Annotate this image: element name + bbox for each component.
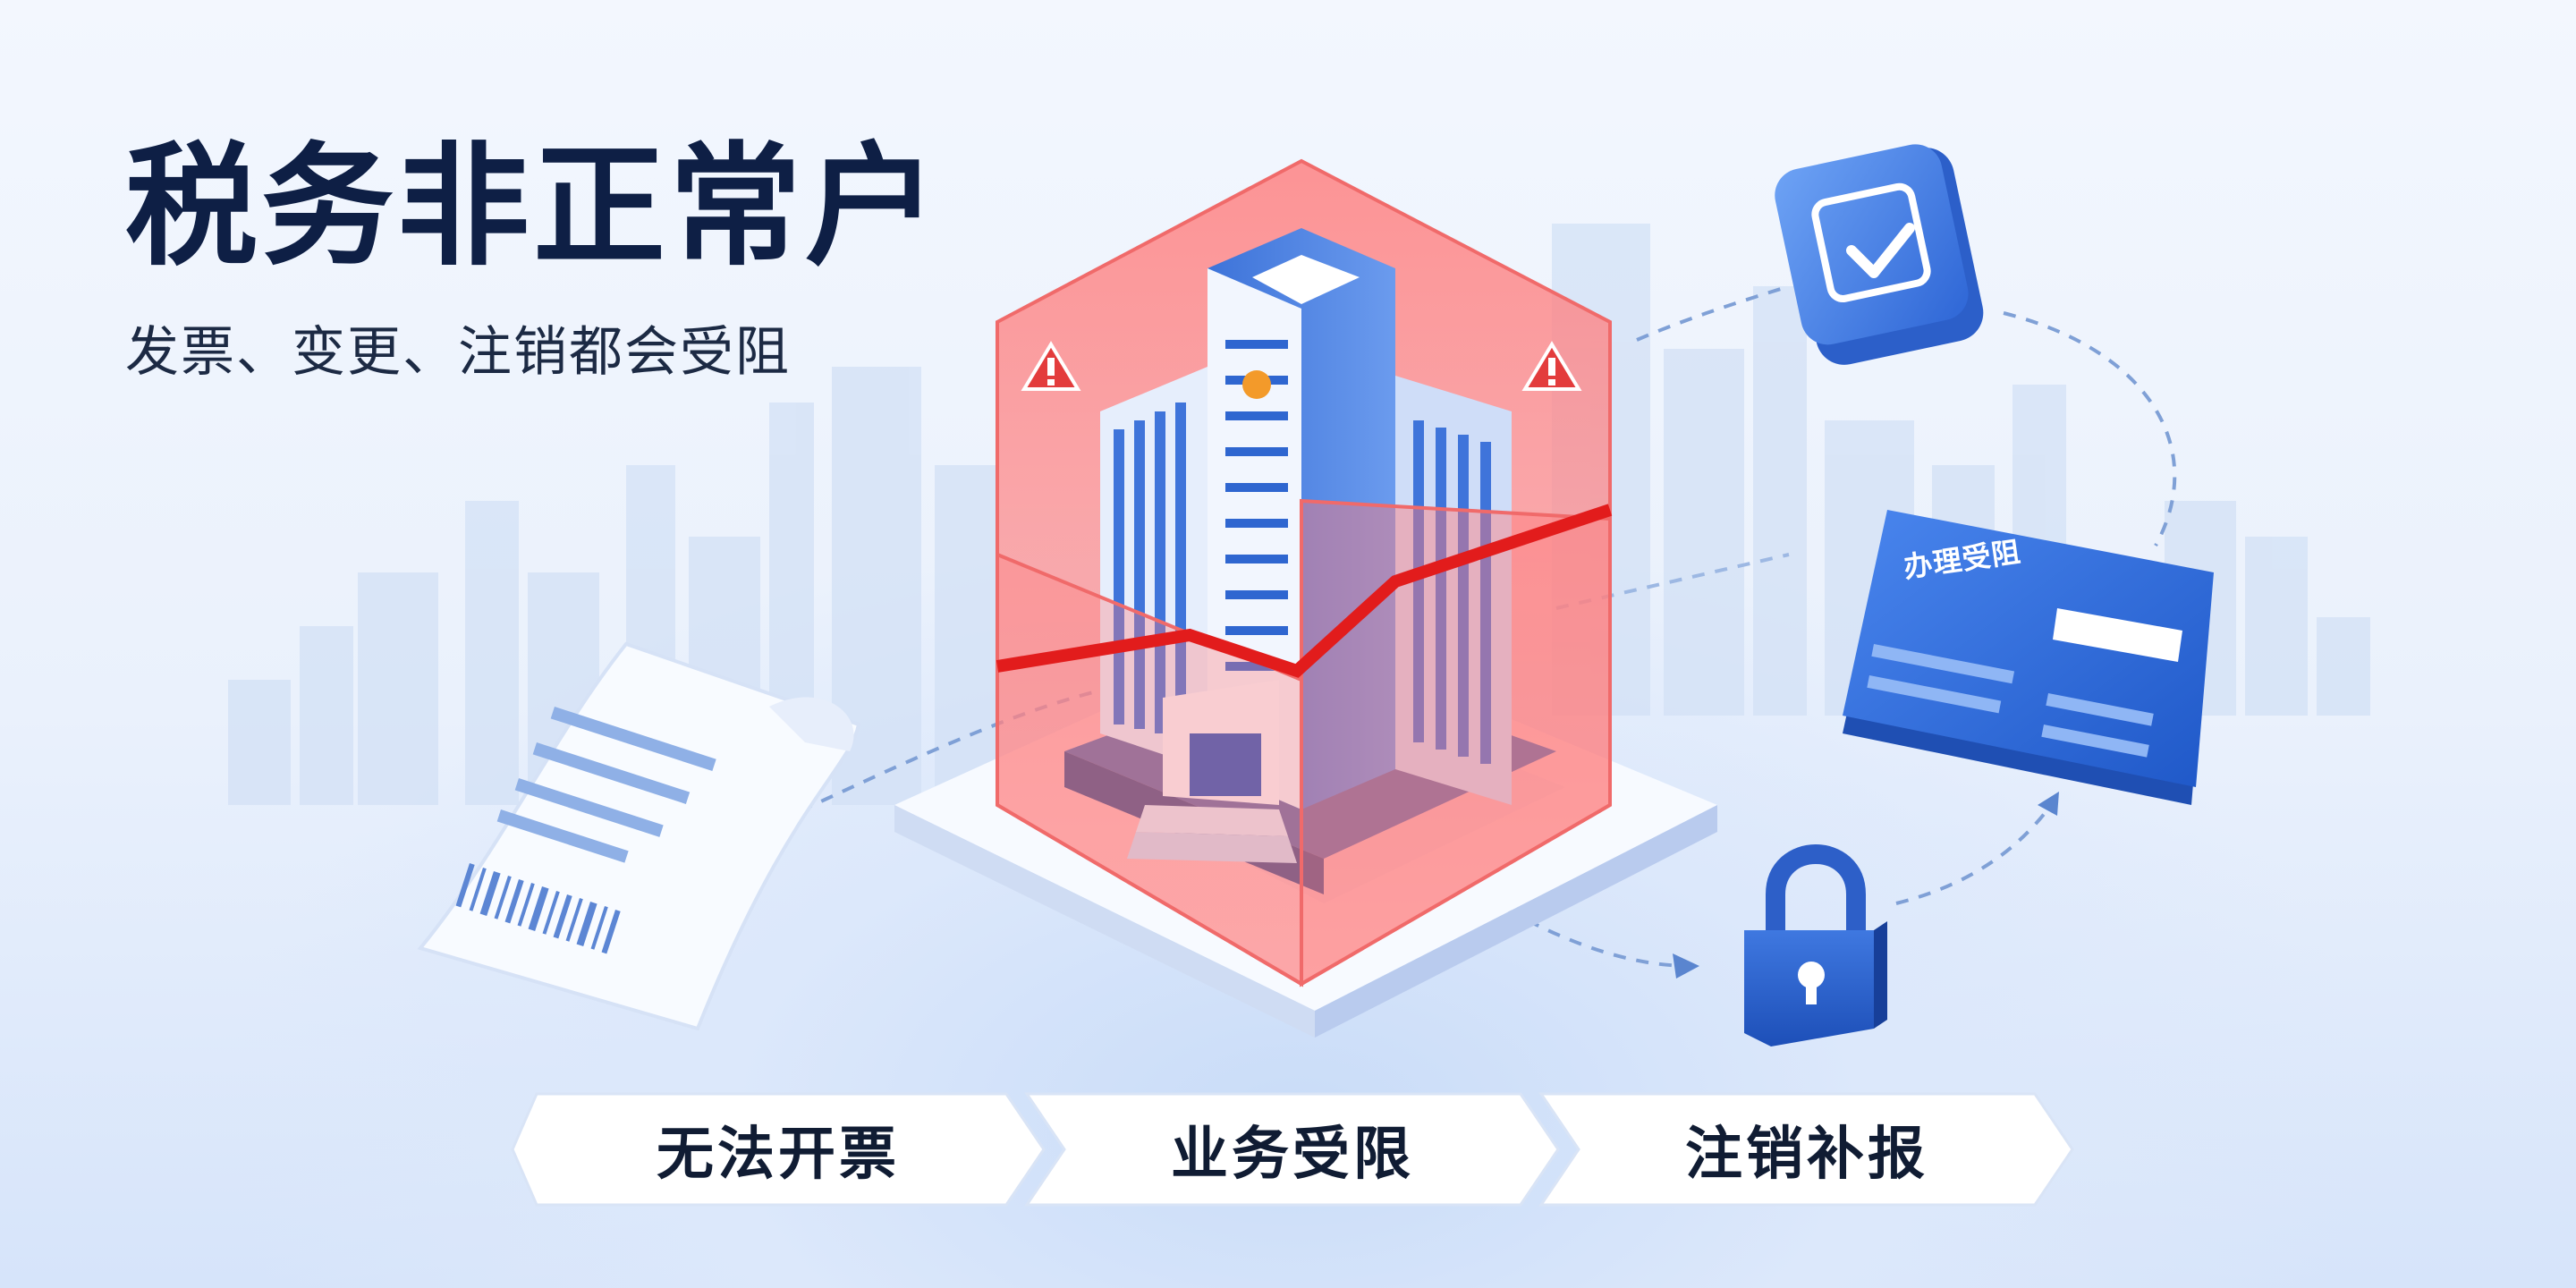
step-chevron-2: 业务受限: [1024, 1091, 1561, 1208]
step-label: 业务受限: [1171, 1122, 1414, 1188]
step-label: 注销补报: [1685, 1122, 1928, 1188]
receipt-icon: [417, 641, 861, 1031]
arrow-heads: [1673, 792, 2059, 979]
step-chevrons: 无法开票 业务受限 注销补报: [510, 1091, 2075, 1208]
chevron-shape: [511, 1092, 1046, 1207]
lock-icon: [1744, 844, 1887, 1046]
id-card-icon: [1843, 510, 2214, 805]
chevron-shape: [1538, 1092, 2074, 1207]
step-chevron-3: 注销补报: [1538, 1091, 2075, 1208]
page-subtitle: 发票、变更、注销都会受阻: [125, 321, 791, 384]
page-title: 税务非正常户: [125, 130, 941, 284]
check-badge-icon: [1775, 144, 1984, 365]
warning-icon: [1521, 341, 1582, 391]
alert-shield-front: [996, 498, 1613, 987]
warning-icon: [1021, 341, 1081, 391]
chevron-shape: [1024, 1092, 1560, 1207]
step-chevron-1: 无法开票: [510, 1091, 1046, 1208]
step-label: 无法开票: [657, 1122, 900, 1188]
